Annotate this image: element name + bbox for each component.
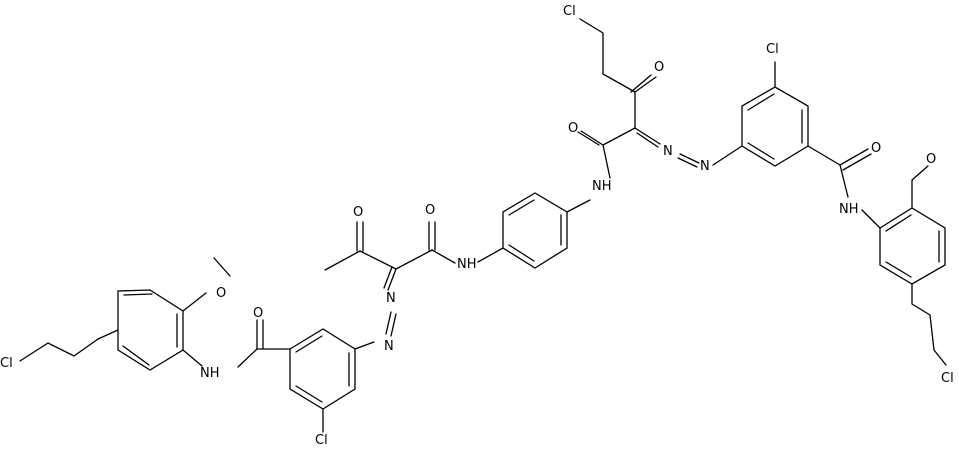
bond (807, 145, 841, 166)
right-benzamide-ring (741, 86, 809, 167)
bond (19, 338, 99, 362)
chlorine-label-top-chain: Cl (563, 4, 576, 19)
amide-nh-label-central-right: NH (592, 179, 612, 194)
bond (885, 214, 940, 278)
bond (122, 293, 178, 366)
amide-nh-label-left: NH (200, 366, 220, 381)
bond (861, 209, 881, 229)
bond (911, 283, 947, 366)
bond (839, 148, 872, 171)
bond (182, 257, 231, 312)
oxygen-label-right-anilide: O (568, 121, 578, 136)
bond (354, 341, 375, 350)
oxygen-label-left-anilide: O (425, 203, 435, 218)
bond (385, 311, 397, 337)
bond (508, 199, 562, 262)
bond (677, 153, 700, 168)
bond (324, 221, 397, 271)
bond (712, 145, 743, 166)
right-aniline-ring (879, 207, 946, 285)
bond (634, 127, 661, 148)
bond (580, 127, 636, 179)
bond (97, 329, 119, 340)
chlorine-label-left-chain: Cl (0, 356, 13, 371)
bond (577, 131, 600, 146)
azo-nitrogen-label-left-upper: N (386, 291, 396, 306)
oxygen-label-right-ketone: O (654, 60, 664, 75)
oxygen-label-left-amide: O (253, 306, 263, 321)
chlorine-label-left-ring: Cl (315, 433, 328, 448)
amide-nh-label-right: NH (839, 202, 859, 217)
azo-nitrogen-label-right-left: N (663, 144, 673, 159)
bond (383, 266, 397, 291)
bond (237, 319, 264, 368)
bond (747, 93, 803, 160)
azo-nitrogen-label-right-right: N (700, 159, 710, 174)
left-aniline-ring (117, 289, 184, 371)
chlorine-label-right-chain: Cl (941, 371, 954, 386)
central-phenylene-ring (502, 192, 568, 269)
bond (579, 18, 636, 93)
bond (630, 74, 657, 129)
bond (566, 199, 591, 213)
bond (477, 247, 504, 263)
bond (182, 349, 203, 367)
oxygen-label-left-ketone: O (353, 205, 363, 220)
bond (395, 221, 436, 270)
left-benzamide-ring (289, 328, 356, 410)
atom-labels: Cl O NH O Cl N N O O NH NH O O Cl N N Cl… (0, 4, 954, 448)
bond (295, 335, 350, 403)
oxygen-label-right-amide: O (871, 141, 881, 156)
oxygen-label-left-methoxy: O (216, 286, 226, 301)
bond (839, 164, 849, 198)
oxygen-label-right-methoxy: O (926, 152, 936, 167)
bond (911, 165, 929, 209)
chlorine-label-right-ring: Cl (766, 42, 779, 57)
amide-nh-label-central-left: NH (457, 257, 477, 272)
bond-network (19, 18, 947, 433)
bond (431, 249, 456, 264)
azo-nitrogen-label-left-lower: N (384, 339, 394, 354)
